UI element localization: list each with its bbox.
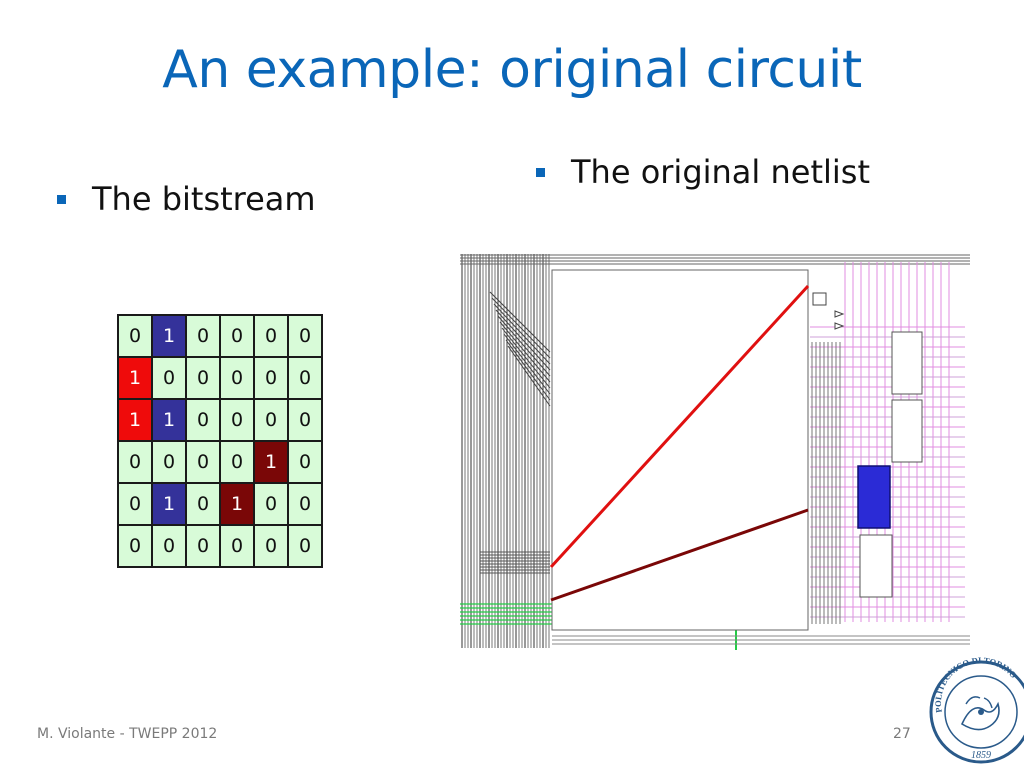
bitstream-cell: 0 [253,356,289,400]
bitstream-cell: 1 [151,398,187,442]
bitstream-cell: 0 [219,398,255,442]
bitstream-cell: 1 [219,482,255,526]
netlist-routing-right [810,262,965,624]
bitstream-cell: 0 [287,398,323,442]
bitstream-cell: 0 [117,524,153,568]
bitstream-cell: 0 [219,356,255,400]
slide-title: An example: original circuit [162,40,862,100]
bitstream-cell: 0 [287,524,323,568]
red-connection-line [549,284,810,569]
university-seal-icon: POLITECNICO DI TORINO 1859 [929,655,1024,764]
bitstream-cell: 0 [253,314,289,358]
logic-block [891,331,923,395]
footer-author: M. Violante - TWEPP 2012 [37,726,218,742]
bitstream-cell: 0 [117,482,153,526]
small-cell [812,292,827,306]
zoomed-region-box [551,269,809,631]
bitstream-cell: 0 [185,314,221,358]
bitstream-cell: 0 [185,440,221,484]
bitstream-cell: 0 [219,440,255,484]
bitstream-cell: 0 [287,440,323,484]
bitstream-cell: 1 [117,356,153,400]
netlist-components [549,269,923,631]
selected-logic-block [857,465,891,529]
bitstream-cell: 0 [253,524,289,568]
bitstream-cell: 0 [287,314,323,358]
netlist-diagram [460,254,970,650]
netlist-routing-left [460,254,970,650]
bitstream-cell: 0 [219,314,255,358]
square-bullet-icon [57,194,66,204]
square-bullet-icon [536,167,545,177]
maroon-connection-line [550,508,809,602]
bitstream-cell: 0 [219,524,255,568]
logic-block [859,534,893,598]
bitstream-cell: 0 [185,356,221,400]
bitstream-cell: 1 [117,398,153,442]
bitstream-cell: 0 [253,482,289,526]
bitstream-cell: 0 [151,524,187,568]
seal-year: 1859 [971,750,991,761]
bitstream-cell: 1 [253,440,289,484]
bitstream-cell: 0 [117,314,153,358]
bitstream-cell: 0 [117,440,153,484]
bullet-bitstream-text: The bitstream [92,180,316,218]
bitstream-cell: 0 [287,482,323,526]
bitstream-cell: 0 [253,398,289,442]
bullet-bitstream: The bitstream [57,180,316,218]
bitstream-cell: 0 [151,356,187,400]
logic-block [891,399,923,463]
bitstream-cell: 0 [185,398,221,442]
bullet-netlist-text: The original netlist [571,153,870,191]
bullet-netlist: The original netlist [536,153,870,191]
buffer-gate-icon [834,310,845,318]
bitstream-cell: 0 [185,524,221,568]
page-number: 27 [893,726,911,742]
bitstream-cell: 1 [151,314,187,358]
bitstream-cell: 0 [287,356,323,400]
bitstream-cell: 1 [151,482,187,526]
bitstream-cell: 0 [151,440,187,484]
bitstream-cell: 0 [185,482,221,526]
buffer-gate-icon [834,322,845,330]
